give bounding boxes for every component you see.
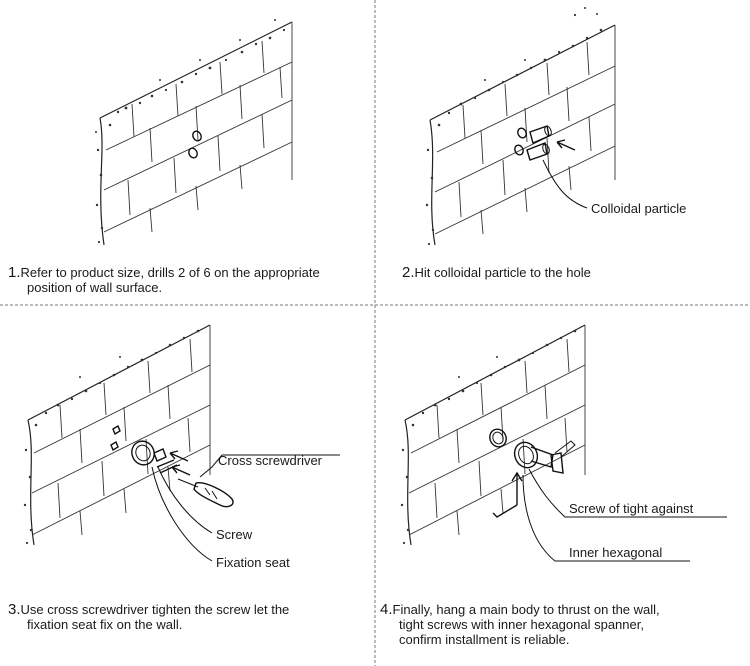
step-4-text-line1: Finally, hang a main body to thrust on t… <box>392 602 660 617</box>
plug-upper <box>112 424 121 436</box>
step-1-caption: 1.Refer to product size, drills 2 of 6 o… <box>8 265 368 295</box>
step-4-illustration: Screw of tight against Inner hexagonal <box>400 324 727 562</box>
cross-screwdriver-label: Cross screwdriver <box>218 453 323 468</box>
step-2-caption: 2.Hit colloidal particle to the hole <box>402 265 742 280</box>
step-3-illustration: Cross screwdriver Screw Fixation seat <box>23 324 340 570</box>
leader-lines-3: Cross screwdriver Screw Fixation seat <box>151 453 340 570</box>
colloidal-particles <box>514 125 576 161</box>
drilled-holes <box>188 130 202 159</box>
step-3-text-line2: fixation seat fix on the wall. <box>27 617 183 632</box>
step-2-text-line1: Hit colloidal particle to the hole <box>414 265 591 280</box>
tight-screw-label: Screw of tight against <box>569 501 694 516</box>
wall-4 <box>400 324 586 546</box>
inner-hexagonal-label: Inner hexagonal <box>569 545 662 560</box>
hex-spanner <box>492 471 523 518</box>
fixation-seat-label: Fixation seat <box>216 555 290 570</box>
particle-leader: Colloidal particle <box>542 159 686 216</box>
step-1-text-line2: position of wall surface. <box>27 280 163 295</box>
mounted-hook <box>489 428 576 474</box>
step-3-number: 3. <box>8 601 21 618</box>
step-2-illustration: Colloidal particle <box>425 7 686 246</box>
wall-3 <box>23 324 211 546</box>
step-2-number: 2. <box>402 264 415 281</box>
step-3-text-line1: Use cross screwdriver tighten the screw … <box>20 602 290 617</box>
fixation-seat-assembly <box>110 424 191 476</box>
wall-1 <box>95 19 293 246</box>
step-4-text-line3: confirm installment is reliable. <box>399 632 570 647</box>
cross-screwdriver <box>177 478 234 508</box>
step-4-text-line2: tight screws with inner hexagonal spanne… <box>399 617 644 632</box>
step-4-number: 4. <box>380 601 393 618</box>
step-3-caption: 3.Use cross screwdriver tighten the scre… <box>8 602 368 632</box>
step-1-illustration <box>95 19 293 246</box>
step-1-number: 1. <box>8 264 21 281</box>
screw-label: Screw <box>216 527 253 542</box>
leader-lines-4: Screw of tight against Inner hexagonal <box>522 468 727 562</box>
wall-2 <box>425 7 616 246</box>
step-1-text-line1: Refer to product size, drills 2 of 6 on … <box>20 265 320 280</box>
step-4-caption: 4.Finally, hang a main body to thrust on… <box>380 602 745 647</box>
colloidal-particle-label: Colloidal particle <box>591 201 686 216</box>
plug-lower <box>110 440 119 452</box>
